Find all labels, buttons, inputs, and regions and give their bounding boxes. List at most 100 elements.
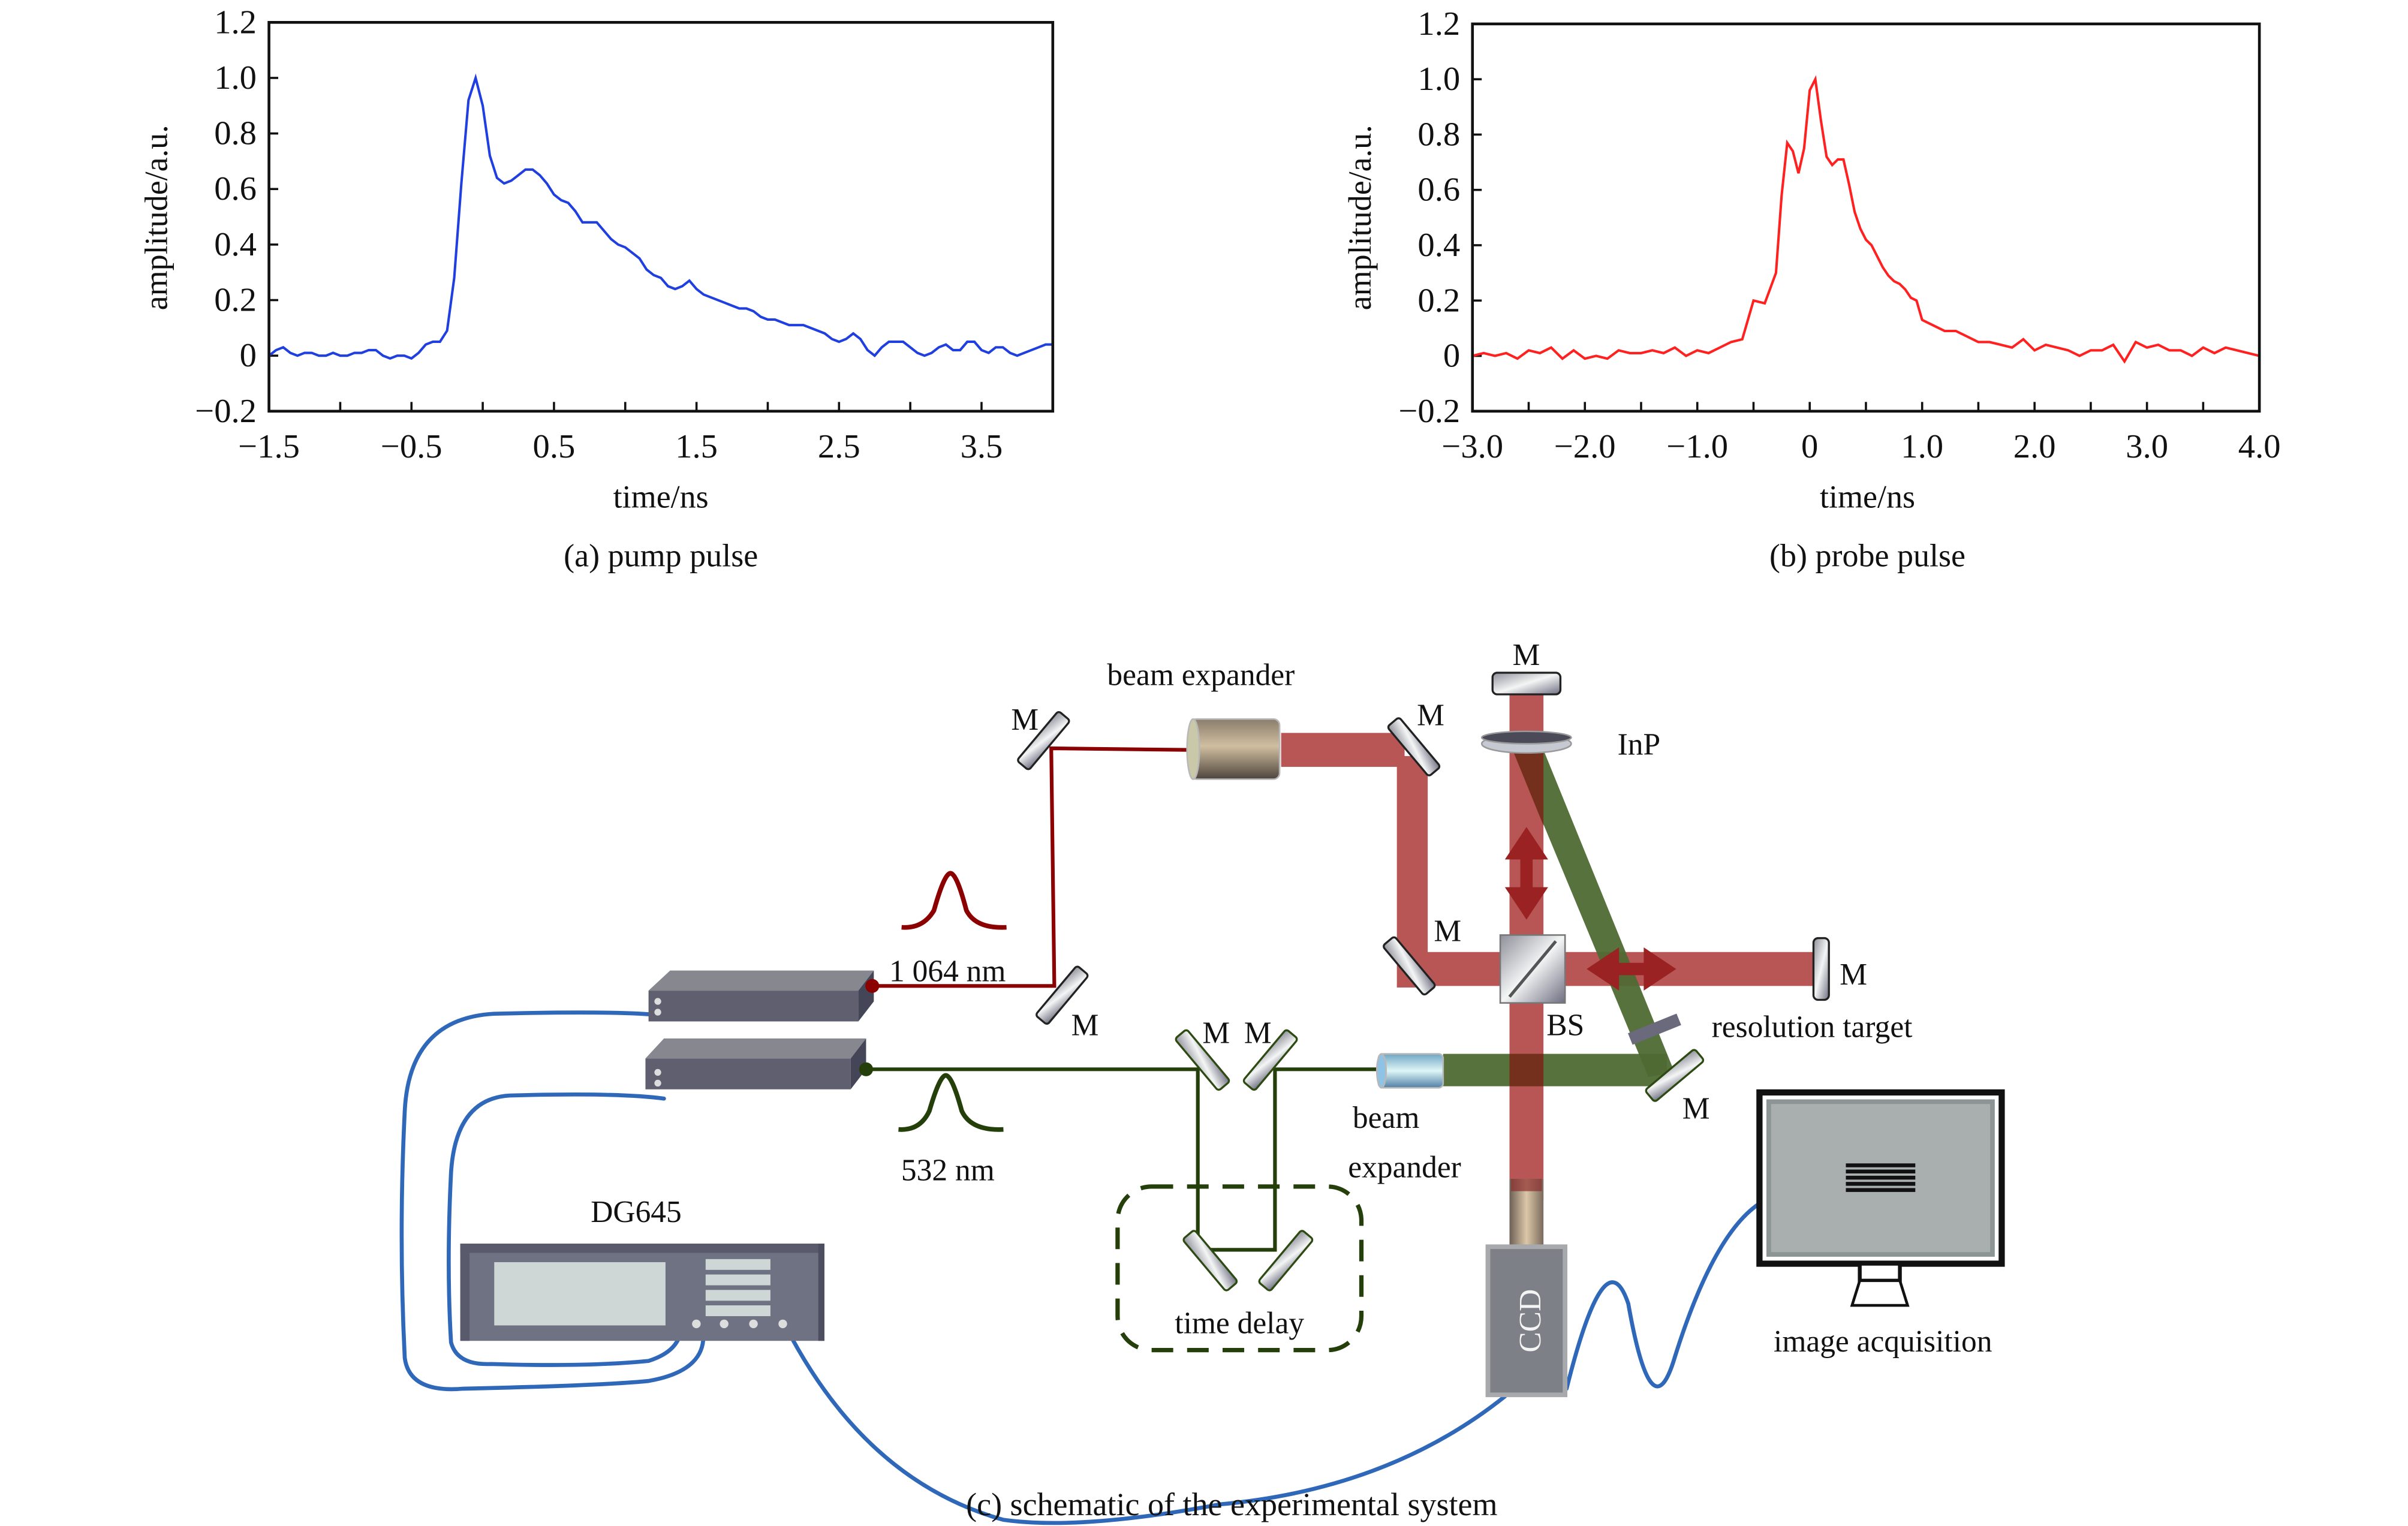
y-tick-label: 1.2 (214, 4, 257, 41)
laser-532 (645, 1038, 874, 1089)
pulse-icon-1064 (901, 871, 1007, 930)
y-tick-label: 0.8 (214, 115, 257, 152)
label-mm-right: M (1244, 1016, 1272, 1051)
y-tick-label: −0.2 (195, 393, 257, 430)
y-tick-label: −0.2 (1398, 393, 1460, 430)
x-tick-label: 3.5 (961, 428, 1003, 465)
label-bs: BS (1546, 1009, 1584, 1043)
mirror-m4 (1383, 936, 1436, 996)
x-axis-ticks: −3.0 −2.0 −1.0 0 1.0 2.0 3.0 4.0 (1441, 402, 2281, 465)
label-time-delay: time delay (1175, 1306, 1304, 1340)
y-tick-label: 0.6 (1417, 171, 1460, 209)
x-tick-label: 2.0 (2013, 428, 2056, 465)
x-tick-label: 3.0 (2126, 428, 2168, 465)
x-tick-label: −0.5 (381, 428, 443, 465)
label-beam-expander-bottom-1: beam (1353, 1101, 1419, 1135)
dg645-delay-generator (460, 1244, 824, 1341)
mirror-delay-left (1182, 1230, 1238, 1292)
cable-ccd-computer (1564, 1201, 1762, 1391)
cables (399, 1010, 1762, 1525)
y-tick-label: 0.6 (214, 170, 257, 207)
label-mm-left: M (1202, 1016, 1230, 1051)
beam-expander-green (1375, 1053, 1444, 1089)
label-dg645: DG645 (591, 1195, 682, 1229)
mirror-m-right (1812, 937, 1830, 1001)
x-axis-ticks: −1.5 −0.5 0.5 1.5 2.5 3.5 (238, 402, 1003, 465)
pump-pulse-line (268, 73, 1053, 360)
label-m1: M (1011, 703, 1039, 737)
inp-sample (1480, 730, 1572, 754)
beam-overlap (1512, 750, 1544, 826)
y-tick-label: 0 (1443, 338, 1460, 375)
mirror-mm-right (1242, 1029, 1298, 1091)
x-tick-label: 1.0 (1901, 428, 1943, 465)
x-tick-label: 0.5 (533, 428, 576, 465)
label-m-top: M (1513, 638, 1540, 672)
mirrors (1017, 672, 1830, 1292)
mirror-m2 (1387, 717, 1441, 776)
label-resolution-target: resolution target (1712, 1010, 1913, 1044)
x-axis-label: time/ns (1820, 479, 1915, 515)
cable-dg645-ccd (782, 1322, 1507, 1525)
mirror-mm-left (1175, 1029, 1230, 1091)
plot-frame (1471, 22, 2261, 413)
green-beam-wide (1443, 750, 1675, 1086)
label-beam-expander-top: beam expander (1107, 658, 1295, 693)
label-m3: M (1434, 914, 1461, 949)
y-tick-label: 0.2 (1417, 282, 1460, 319)
mirror-m1 (1017, 711, 1070, 770)
label-m4: M (1071, 1009, 1099, 1043)
mirror-m3 (1036, 965, 1089, 1025)
x-tick-label: −2.0 (1554, 428, 1616, 465)
beam-overlap (1509, 1054, 1544, 1086)
ir-beam-thin (874, 746, 1187, 988)
cable-laser2 (447, 1092, 683, 1367)
label-image-acquisition: image acquisition (1774, 1325, 1992, 1359)
x-tick-label: 0 (1801, 428, 1818, 465)
plot-frame (267, 20, 1055, 413)
label-m-right: M (1840, 958, 1867, 992)
probe-pulse-line (1472, 75, 2260, 364)
beam-expander-ir (1186, 718, 1281, 780)
ccd-label: CCD (1513, 1289, 1548, 1353)
label-m-bottom-right: M (1682, 1092, 1710, 1126)
x-tick-label: 2.5 (818, 428, 860, 465)
green-beam-thin (866, 1067, 1389, 1252)
mirror-delay-right (1258, 1230, 1314, 1292)
beam-splitter (1499, 934, 1566, 1004)
y-tick-label: 0.2 (214, 282, 257, 319)
computer-monitor (1756, 1089, 2005, 1307)
y-axis-label: amplitude/a.u. (1342, 125, 1378, 310)
double-arrow-horizontal (1587, 947, 1676, 991)
mirror-m-bottom-right (1645, 1049, 1705, 1102)
x-axis-label: time/ns (613, 479, 709, 515)
resolution-pattern-icon (1846, 1163, 1916, 1192)
double-arrow-vertical (1504, 827, 1548, 920)
resolution-target (1627, 1013, 1681, 1045)
cable-laser1 (399, 1010, 706, 1392)
label-inp: InP (1618, 727, 1660, 762)
experimental-schematic: CCD beam expander M M M InP M M BS resol… (399, 638, 2005, 1525)
label-beam-expander-bottom-2: expander (1348, 1150, 1461, 1184)
x-tick-label: 4.0 (2238, 428, 2281, 465)
x-tick-label: −1.5 (238, 428, 300, 465)
label-m2: M (1417, 698, 1444, 732)
ccd-camera: CCD (1485, 1179, 1568, 1398)
pulse-icon-532 (898, 1073, 1004, 1132)
chart-title: (a) pump pulse (564, 537, 758, 573)
y-axis-label: amplitude/a.u. (139, 125, 174, 310)
label-532nm: 532 nm (901, 1154, 995, 1188)
laser-1064 (648, 970, 880, 1022)
y-tick-label: 1.0 (1417, 61, 1460, 98)
mirror-m-top (1491, 672, 1562, 696)
label-1064nm: 1 064 nm (889, 955, 1006, 989)
x-tick-label: −3.0 (1441, 428, 1503, 465)
y-tick-label: 0.8 (1417, 116, 1460, 153)
x-tick-label: 1.5 (675, 428, 718, 465)
x-tick-label: −1.0 (1666, 428, 1728, 465)
y-tick-label: 1.0 (214, 59, 257, 97)
y-tick-label: 1.2 (1417, 5, 1460, 43)
